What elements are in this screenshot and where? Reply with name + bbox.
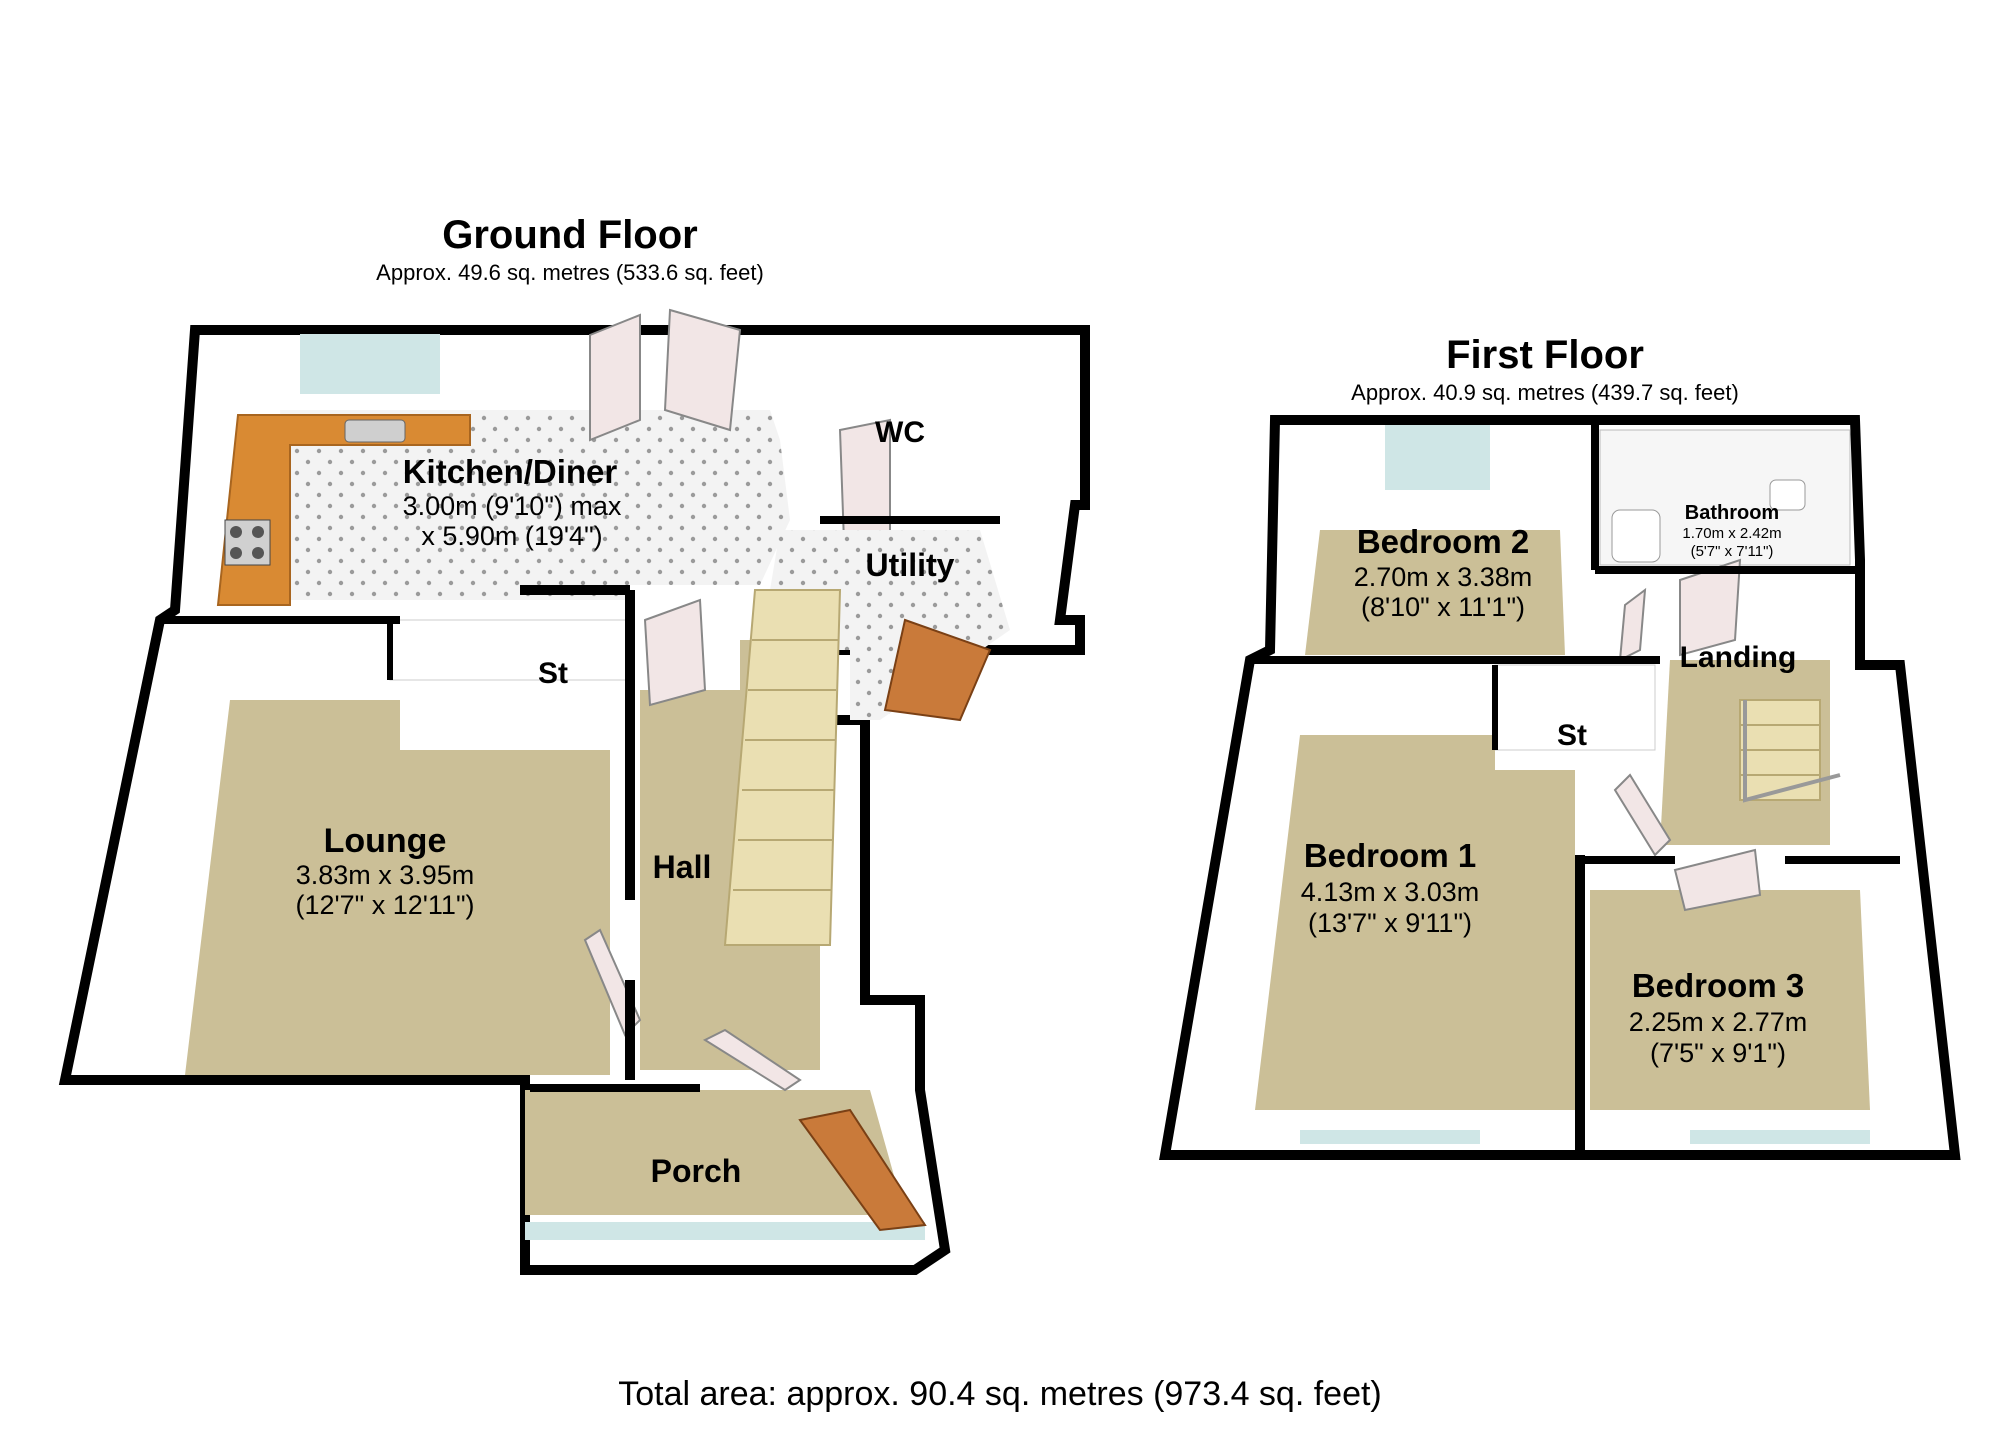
first-store-label: St xyxy=(1557,719,1587,752)
french-door-left xyxy=(589,313,641,442)
first-store-floor xyxy=(1494,664,1656,751)
kitchen-label: Kitchen/Diner xyxy=(403,453,618,490)
lounge-dim1: 3.83m x 3.95m xyxy=(296,860,475,890)
porch-window xyxy=(525,1222,925,1240)
bedroom-2-dim1: 2.70m x 3.38m xyxy=(1354,562,1533,592)
kitchen-worktop xyxy=(216,414,471,606)
porch-door xyxy=(702,1028,802,1092)
ground-floor-area: Approx. 49.6 sq. metres (533.6 sq. feet) xyxy=(376,260,764,285)
french-door-right xyxy=(663,308,742,432)
bedroom-1-label: Bedroom 1 xyxy=(1304,837,1476,874)
bedroom-2-label: Bedroom 2 xyxy=(1357,523,1529,560)
lounge-label: Lounge xyxy=(324,822,447,860)
bedroom-2-dim2: (8'10" x 11'1") xyxy=(1361,592,1525,622)
bedroom-3-dim2: (7'5" x 9'1") xyxy=(1650,1038,1786,1068)
lounge-dim2: (12'7" x 12'11") xyxy=(295,890,474,920)
hob-icon xyxy=(224,519,271,566)
bathroom-dim2: (5'7" x 7'11") xyxy=(1691,543,1774,560)
kitchen-window xyxy=(300,334,440,394)
first-floor-area: Approx. 40.9 sq. metres (439.7 sq. feet) xyxy=(1351,380,1739,405)
bedroom-1-window xyxy=(1300,1130,1480,1144)
first-stairs xyxy=(1739,699,1841,803)
bedroom-3-label: Bedroom 3 xyxy=(1632,967,1804,1004)
bedroom-3-door xyxy=(1673,848,1762,912)
porch-label: Porch xyxy=(651,1153,742,1189)
ground-floor-title: Ground Floor xyxy=(442,213,698,257)
kitchen-dim2: x 5.90m (19'4") xyxy=(421,521,602,551)
utility-label: Utility xyxy=(866,547,955,583)
ground-store-label: St xyxy=(538,657,568,690)
bedroom-1-door xyxy=(1613,773,1672,857)
bath-icon xyxy=(1611,509,1661,563)
toilet-icon xyxy=(1769,479,1806,511)
bedroom-3-floor xyxy=(1590,890,1870,1110)
first-floor-title: First Floor xyxy=(1446,333,1644,377)
sink-icon xyxy=(344,419,406,443)
bathroom-dim1: 1.70m x 2.42m xyxy=(1682,525,1781,542)
bedroom-3-dim1: 2.25m x 2.77m xyxy=(1629,1007,1808,1037)
bedroom-3-window xyxy=(1690,1130,1870,1144)
kitchen-floor xyxy=(280,410,790,600)
wc-label: WC xyxy=(875,416,925,449)
front-utility-door xyxy=(883,618,992,722)
bedroom-1-dim1: 4.13m x 3.03m xyxy=(1301,877,1480,907)
hall-label: Hall xyxy=(653,849,712,885)
bedroom-2-door xyxy=(1618,587,1647,662)
bedroom-2-floor xyxy=(1305,530,1565,655)
bathroom-label: Bathroom xyxy=(1685,502,1779,524)
landing-label: Landing xyxy=(1680,641,1797,674)
labels: Ground Floor Approx. 49.6 sq. metres (53… xyxy=(295,213,1807,1413)
bedroom-2-window xyxy=(1385,425,1490,490)
bedroom-1-dim2: (13'7" x 9'11") xyxy=(1308,908,1472,938)
hall-kitchen-door xyxy=(643,598,707,707)
lounge-floor xyxy=(185,700,610,1075)
ground-store-floor xyxy=(389,619,631,681)
kitchen-dim1: 3.00m (9'10") max xyxy=(403,491,622,521)
bedroom-1-floor xyxy=(1255,735,1575,1110)
ground-stairs xyxy=(723,589,842,946)
first-floor-plan xyxy=(1159,415,1961,1160)
front-door xyxy=(798,1108,927,1232)
total-area: Total area: approx. 90.4 sq. metres (973… xyxy=(618,1375,1382,1413)
ground-floor-plan xyxy=(58,308,1090,1275)
